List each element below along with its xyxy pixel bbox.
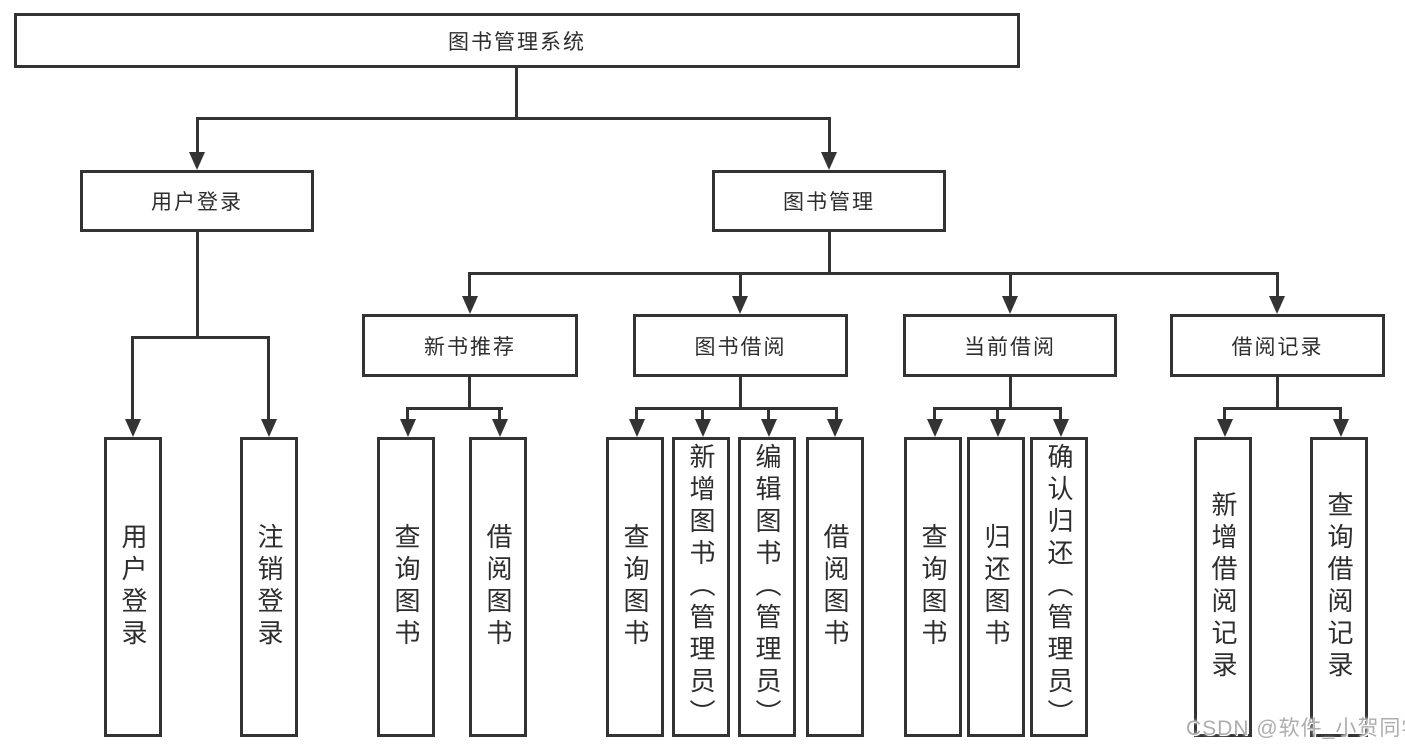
arrowhead-icon — [1053, 419, 1069, 437]
connector-drop-leaf — [933, 407, 936, 419]
leaf-label: 注销登录 — [254, 523, 284, 651]
connector-drop-leaf — [498, 407, 501, 419]
leaf-label: 查询图书 — [391, 523, 421, 651]
leaf-label: 新增图书（管理员） — [686, 443, 716, 731]
arrowhead-icon — [990, 419, 1006, 437]
leaf-label: 用户登录 — [118, 523, 148, 651]
connector-book-borrow-bar — [635, 407, 838, 410]
leaf-label: 查询图书 — [918, 523, 948, 651]
node-user-login: 用户登录 — [80, 170, 314, 232]
leaf-borrow-books-recommend: 借阅图书 — [469, 437, 527, 737]
node-new-book-recommend: 新书推荐 — [362, 314, 578, 377]
leaf-label: 借阅图书 — [483, 523, 513, 651]
arrowhead-icon — [1269, 296, 1285, 314]
connector-drop-leaf — [996, 407, 999, 419]
connector-drop-leaf — [835, 407, 838, 419]
connector-drop-leaf — [1059, 407, 1062, 419]
connector-current-borrow-stem — [1009, 377, 1012, 410]
arrowhead-icon — [462, 296, 478, 314]
connector-drop-book-borrow — [739, 272, 742, 297]
leaf-label: 确认归还（管理员） — [1044, 443, 1074, 731]
node-library-management-system: 图书管理系统 — [14, 13, 1020, 68]
leaf-query-borrow-record: 查询借阅记录 — [1310, 437, 1368, 737]
leaf-edit-book-admin: 编辑图书（管理员） — [738, 437, 796, 737]
leaf-label: 查询图书 — [620, 523, 650, 651]
connector-user-login-bar — [131, 336, 270, 339]
leaf-user-login: 用户登录 — [104, 437, 162, 737]
connector-drop-leaf — [406, 407, 409, 419]
connector-book-management-stem — [828, 232, 831, 275]
leaf-label: 编辑图书（管理员） — [752, 443, 782, 731]
connector-drop-leaf — [767, 407, 770, 419]
connector-drop-current-borrow — [1009, 272, 1012, 297]
connector-drop-user-login — [196, 117, 199, 153]
arrowhead-icon — [492, 419, 508, 437]
leaf-logout: 注销登录 — [240, 437, 298, 737]
node-current-borrow: 当前借阅 — [903, 314, 1117, 377]
arrowhead-icon — [1333, 419, 1349, 437]
arrowhead-icon — [695, 419, 711, 437]
node-book-management: 图书管理 — [712, 170, 946, 232]
node-label: 图书管理 — [783, 191, 875, 214]
connector-drop-leaf — [635, 407, 638, 419]
connector-drop-leaf — [1339, 407, 1342, 419]
arrowhead-icon — [189, 152, 205, 170]
leaf-label: 归还图书 — [981, 523, 1011, 651]
connector-drop-book-management — [828, 117, 831, 153]
connector-borrow-records-bar — [1223, 407, 1342, 410]
node-label: 用户登录 — [151, 191, 243, 214]
arrowhead-icon — [821, 152, 837, 170]
node-label: 当前借阅 — [964, 335, 1056, 359]
connector-new-book-stem — [468, 377, 471, 410]
leaf-label: 新增借阅记录 — [1208, 491, 1238, 683]
arrowhead-icon — [732, 296, 748, 314]
arrowhead-icon — [125, 419, 141, 437]
leaf-label: 借阅图书 — [820, 523, 850, 651]
node-label: 图书管理系统 — [448, 30, 586, 54]
arrowhead-icon — [1217, 419, 1233, 437]
node-book-borrow: 图书借阅 — [633, 314, 848, 377]
node-label: 图书借阅 — [694, 335, 787, 359]
arrowhead-icon — [761, 419, 777, 437]
leaf-label: 查询借阅记录 — [1324, 491, 1354, 683]
leaf-query-books-recommend: 查询图书 — [377, 437, 435, 737]
connector-user-login-stem — [196, 232, 199, 336]
leaf-add-borrow-record: 新增借阅记录 — [1194, 437, 1252, 737]
arrowhead-icon — [400, 419, 416, 437]
connector-root-bar — [196, 117, 831, 120]
arrowhead-icon — [827, 419, 843, 437]
connector-book-borrow-stem — [739, 377, 742, 410]
leaf-query-books-borrow: 查询图书 — [606, 437, 664, 737]
leaf-return-book: 归还图书 — [967, 437, 1025, 737]
connector-drop-borrow-records — [1276, 272, 1279, 297]
connector-drop-leaf — [701, 407, 704, 419]
node-label: 借阅记录 — [1231, 335, 1324, 359]
connector-root-stem — [515, 68, 518, 120]
leaf-confirm-return-admin: 确认归还（管理员） — [1030, 437, 1088, 737]
arrowhead-icon — [1002, 296, 1018, 314]
connector-drop-leaf — [267, 336, 270, 419]
connector-book-management-bar — [468, 272, 1279, 275]
connector-drop-new-book — [468, 272, 471, 297]
node-label: 新书推荐 — [424, 335, 516, 359]
leaf-add-book-admin: 新增图书（管理员） — [672, 437, 730, 737]
connector-new-book-bar — [406, 407, 503, 410]
arrowhead-icon — [629, 419, 645, 437]
arrowhead-icon — [261, 419, 277, 437]
csdn-watermark: CSDN @软件_小贺同学 — [1186, 717, 1405, 740]
arrowhead-icon — [927, 419, 943, 437]
leaf-query-books-current: 查询图书 — [904, 437, 962, 737]
node-borrow-records: 借阅记录 — [1170, 314, 1385, 377]
connector-drop-leaf — [131, 336, 134, 419]
connector-drop-leaf — [1223, 407, 1226, 419]
connector-borrow-records-stem — [1276, 377, 1279, 410]
leaf-borrow-books: 借阅图书 — [806, 437, 864, 737]
